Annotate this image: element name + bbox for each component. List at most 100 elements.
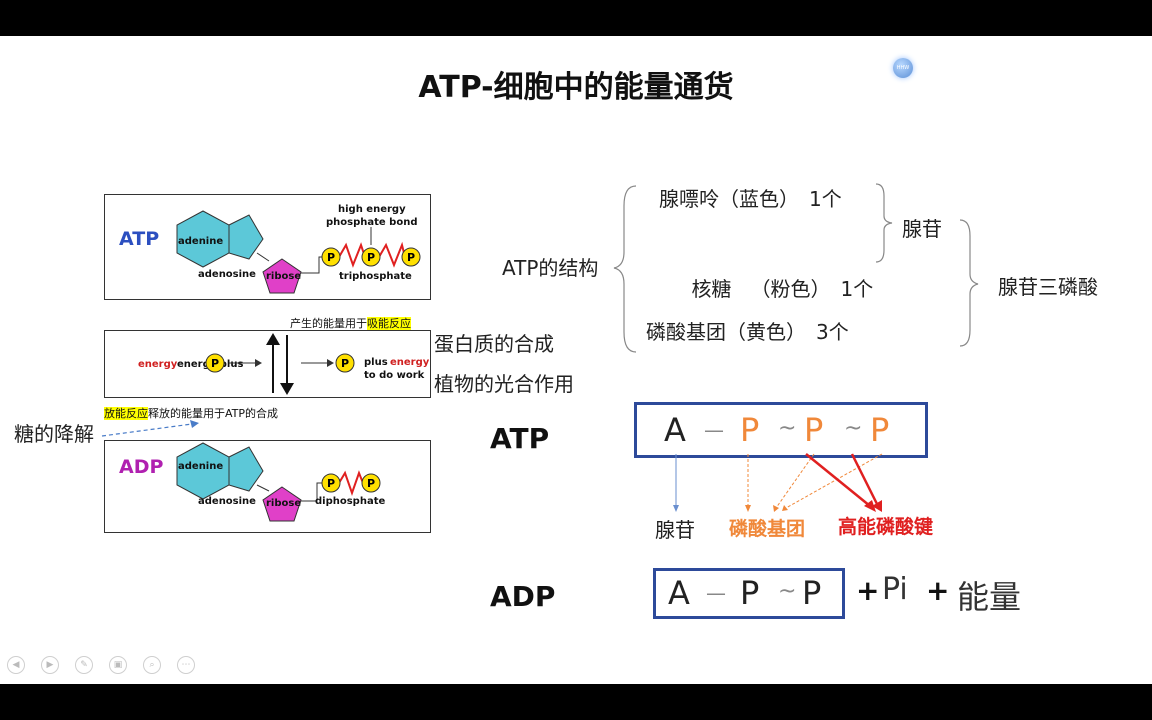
adp-formula-p1: P <box>740 574 760 612</box>
adenine-label: adenine <box>178 461 223 472</box>
formula-arrows <box>673 453 883 512</box>
arrow-head <box>864 500 876 512</box>
phosphate-circle <box>361 473 381 493</box>
adp-formula-tilde: ~ <box>778 579 797 604</box>
adenosine-group-label: 腺苷 <box>902 217 942 241</box>
more-icon[interactable]: ⋯ <box>177 656 195 674</box>
adp-label: ADP <box>119 456 163 478</box>
arrow-head <box>255 359 262 367</box>
arrow-head <box>673 505 679 512</box>
formula-atp-label: ATP <box>490 422 550 455</box>
phosphate-circle <box>335 353 355 373</box>
bond-line <box>256 484 270 492</box>
formula-adp-label: ADP <box>490 580 556 613</box>
high-energy-bond-line <box>378 241 406 268</box>
ribose-pentagon <box>262 486 302 522</box>
bond-line <box>256 252 270 262</box>
high-energy-bond-line1: high energy <box>338 204 406 215</box>
energy-word: energy <box>390 357 430 368</box>
adenine-label: adenine <box>178 236 223 247</box>
arrow-head <box>773 505 779 512</box>
adp-formula-p2: P <box>802 574 822 612</box>
screen-icon[interactable]: ▣ <box>109 656 127 674</box>
arrow-head <box>872 500 882 512</box>
atp-diagram-panel: ATP adenine adenosine ribose P P P high … <box>104 194 431 300</box>
phosphate-symbol: P <box>341 357 349 370</box>
phosphate-circle <box>321 473 341 493</box>
atp-label: ATP <box>119 228 159 250</box>
phosphate-symbol: P <box>367 251 375 264</box>
use-photosynthesis: 植物的光合作用 <box>434 372 574 396</box>
bond-line <box>301 482 323 502</box>
logo-icon: HHW <box>893 58 913 78</box>
phosphate-symbol: P <box>327 477 335 490</box>
high-energy-bond-line <box>338 470 364 497</box>
plus-word: plus <box>364 357 388 368</box>
adp-formula-box <box>653 568 845 619</box>
next-icon[interactable]: ▶ <box>41 656 59 674</box>
energy-label: 能量 <box>957 578 1022 616</box>
ribose-label: ribose <box>266 498 301 509</box>
formula-p1: P <box>740 411 760 449</box>
slide-title: ATP-细胞中的能量通货 <box>418 70 734 105</box>
phosphate-symbol: P <box>211 357 219 370</box>
use-protein-synthesis: 蛋白质的合成 <box>434 332 554 356</box>
phosphate-symbol: P <box>407 251 415 264</box>
phosphate-circle <box>205 353 225 373</box>
down-arrow-head <box>280 383 294 395</box>
ribose-pentagon <box>262 258 302 294</box>
adenine-pentagon <box>228 446 264 492</box>
atp-formula-box <box>634 402 928 458</box>
label-phosphate-group: 磷酸基团 <box>729 518 806 540</box>
phosphate-circle <box>401 247 421 267</box>
arrow-head <box>327 359 334 367</box>
label-adenosine: 腺苷 <box>655 518 695 542</box>
phosphate-circle <box>361 247 381 267</box>
plus-sign: + <box>926 574 950 607</box>
adp-diagram: ADP adenine adenosine ribose P P diphosp… <box>119 442 385 522</box>
triphosphate-label: triphosphate <box>339 271 412 282</box>
label-high-energy-bond: 高能磷酸键 <box>838 516 934 538</box>
formula-p3: P <box>870 411 890 449</box>
energy-plus-word: energy <box>138 359 178 370</box>
up-arrow-head <box>266 333 280 345</box>
arrow-head <box>782 505 788 511</box>
structure-root: ATP的结构 <box>502 256 599 280</box>
bond-line <box>301 256 323 274</box>
arrow-phosphate-2 <box>775 453 815 509</box>
phosphate-circle <box>321 247 341 267</box>
adenine-pentagon <box>228 214 264 260</box>
previous-icon[interactable]: ◀ <box>7 656 25 674</box>
sugar-breakdown-label: 糖的降解 <box>14 422 94 446</box>
arrow-bond-1 <box>805 453 871 507</box>
formula-dash: — <box>704 418 724 442</box>
high-energy-bond-line <box>338 242 366 268</box>
phosphate-symbol: P <box>327 251 335 264</box>
dashed-arrow <box>101 420 199 437</box>
adp-diagram-panel: ADP adenine adenosine ribose P P diphosp… <box>104 440 431 533</box>
high-energy-bond-line2: phosphate bond <box>326 217 417 228</box>
to-do-work-label: to do work <box>364 370 425 381</box>
dashed-arrow-head <box>190 420 199 428</box>
pen-icon[interactable]: ✎ <box>75 656 93 674</box>
structure-item-phosphate: 磷酸基团（黄色）3个 <box>646 320 849 344</box>
dashed-arrow-line <box>101 423 193 437</box>
structure-item-adenine: 腺嘌呤（蓝色）1个 <box>659 187 842 211</box>
zoom-icon[interactable]: ⌕ <box>143 656 161 674</box>
adenosine-label: adenosine <box>198 496 256 507</box>
structure-item-ribose: 核糖 （粉色）1个 <box>691 277 874 301</box>
formula-p2: P <box>804 411 824 449</box>
energy-cycle-panel: energy energy plus P P plus energy to do… <box>104 330 431 398</box>
arrow-phosphate-3 <box>785 453 883 509</box>
atp-full-name: 腺苷三磷酸 <box>998 275 1098 299</box>
pi-label: Pi <box>882 572 908 607</box>
caption-endergonic: 产生的能量用于吸能反应 <box>290 317 411 330</box>
plus-sign: + <box>856 574 880 607</box>
energy-cycle-diagram: energy energy plus P P plus energy to do… <box>138 333 430 395</box>
formula-tilde1: ~ <box>778 416 797 441</box>
formula-tilde2: ~ <box>844 416 863 441</box>
brace-right-large-icon <box>959 219 979 347</box>
adp-formula-dash: — <box>706 581 726 605</box>
brace-left-icon <box>613 185 637 353</box>
caption-exergonic: 放能反应释放的能量用于ATP的合成 <box>104 407 279 420</box>
